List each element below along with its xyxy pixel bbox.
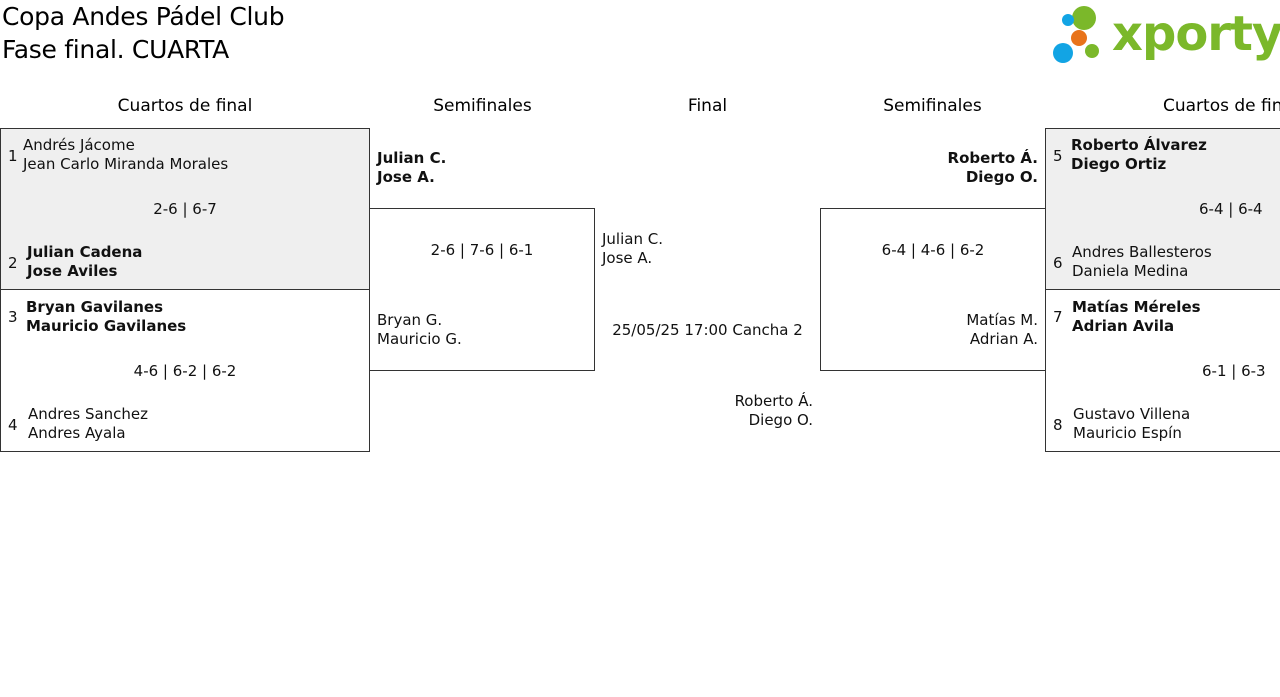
seed-number: 4 [8, 416, 18, 434]
match-sf-right[interactable]: 6-4 | 4-6 | 6-2 Matías M. Adrian A. [820, 208, 1046, 371]
logo-dots-icon [1053, 6, 1099, 63]
player-name-winner: Bryan Gavilanes [26, 298, 164, 316]
player-name: Andres Ballesteros [1072, 243, 1212, 261]
column-header-qf-right: Cuartos de fin [1163, 96, 1280, 116]
player-name-winner: Jose A. [377, 168, 435, 186]
player-name: Andres Ayala [28, 424, 126, 442]
match-score: 6-4 | 4-6 | 6-2 [881, 241, 985, 259]
player-name: Jose A. [602, 249, 653, 267]
player-name-winner: Roberto Á. [947, 149, 1038, 167]
player-name-winner: Matías Méreles [1072, 298, 1201, 316]
player-name: Gustavo Villena [1073, 405, 1191, 423]
column-header-final: Final [687, 96, 728, 116]
player-name: Mauricio Espín [1073, 424, 1182, 442]
seed-number: 6 [1053, 254, 1063, 272]
match-score: 6-4 | 6-4 [1199, 200, 1263, 218]
player-name-winner: Julian C. [377, 149, 447, 167]
player-name: Bryan G. [377, 311, 443, 329]
player-name-winner: Diego Ortiz [1071, 155, 1167, 173]
player-name-winner: Mauricio Gavilanes [26, 317, 187, 335]
match-score: 6-1 | 6-3 [1202, 362, 1266, 380]
player-name: Daniela Medina [1072, 262, 1189, 280]
seed-number: 3 [8, 308, 18, 326]
match-qf2[interactable]: 3 Bryan Gavilanes Mauricio Gavilanes 4-6… [0, 289, 370, 452]
seed-number: 7 [1053, 308, 1063, 326]
player-name: Matías M. [966, 311, 1038, 329]
player-name: Roberto Á. [734, 392, 813, 410]
player-name-winner: Roberto Álvarez [1071, 136, 1207, 154]
player-name-winner: Adrian Avila [1072, 317, 1175, 335]
player-name: Mauricio G. [377, 330, 462, 348]
player-name: Andres Sanchez [28, 405, 149, 423]
seed-number: 2 [8, 254, 18, 272]
player-name: Adrian A. [969, 330, 1038, 348]
match-score: 2-6 | 6-7 [153, 200, 217, 218]
player-name: Andrés Jácome [23, 136, 135, 154]
match-schedule: 25/05/25 17:00 Cancha 2 [612, 321, 803, 339]
match-qf1[interactable]: 1 Andrés Jácome Jean Carlo Miranda Moral… [0, 128, 370, 290]
match-score: 2-6 | 7-6 | 6-1 [430, 241, 534, 259]
player-name-winner: Jose Aviles [27, 262, 118, 280]
column-header-qf-left: Cuartos de final [117, 96, 253, 116]
page-title: Copa Andes Pádel Club [2, 2, 285, 31]
match-qf3[interactable]: 5 Roberto Álvarez Diego Ortiz 6-4 | 6-4 … [1045, 128, 1280, 290]
match-score: 4-6 | 6-2 | 6-2 [133, 362, 237, 380]
column-header-sf-left: Semifinales [433, 96, 532, 116]
match-qf4[interactable]: 7 Matías Méreles Adrian Avila 6-1 | 6-3 … [1045, 289, 1280, 452]
page-subtitle: Fase final. CUARTA [2, 35, 229, 64]
seed-number: 5 [1053, 147, 1063, 165]
xporty-logo: xporty [1048, 2, 1280, 68]
seed-number: 1 [8, 147, 18, 165]
player-name-winner: Julian Cadena [27, 243, 143, 261]
player-name: Julian C. [602, 230, 663, 248]
seed-number: 8 [1053, 416, 1063, 434]
column-header-sf-right: Semifinales [883, 96, 982, 116]
logo-wordmark: xporty [1112, 6, 1280, 62]
player-name: Diego O. [748, 411, 813, 429]
player-name: Jean Carlo Miranda Morales [23, 155, 229, 173]
player-name-winner: Diego O. [965, 168, 1038, 186]
match-sf-left[interactable]: 2-6 | 7-6 | 6-1 Bryan G. Mauricio G. [369, 208, 595, 371]
